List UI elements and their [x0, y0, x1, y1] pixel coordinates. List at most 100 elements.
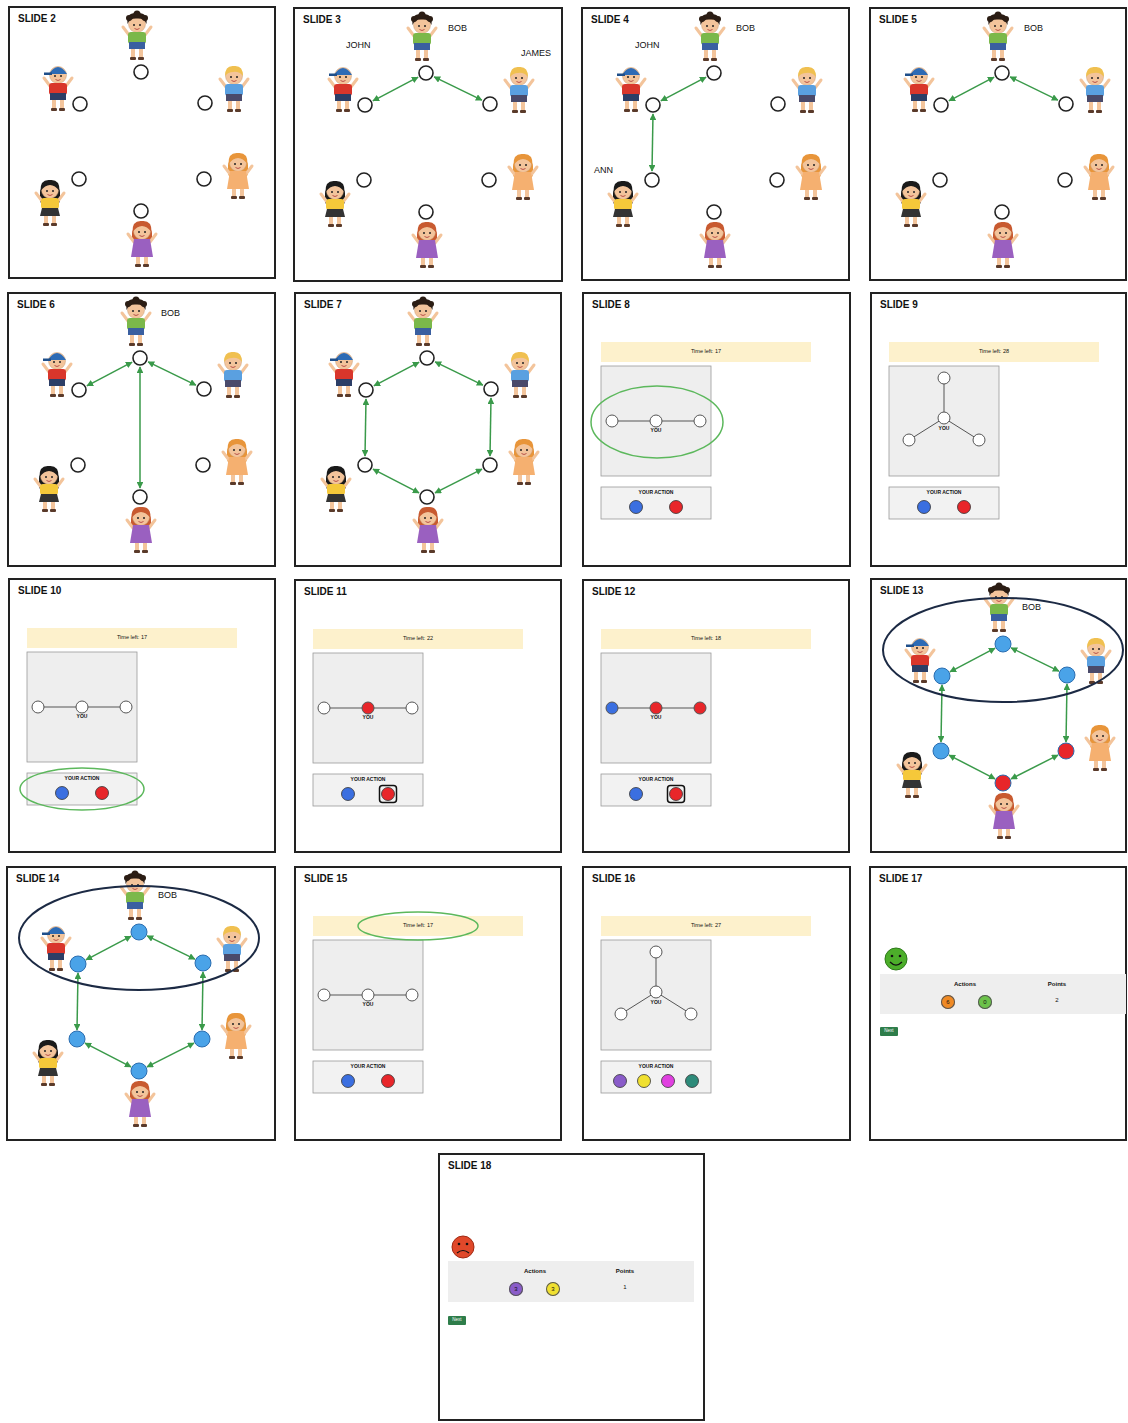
- count-number: 3: [514, 1286, 517, 1292]
- action-panel: YOUR ACTION: [601, 774, 711, 806]
- action-label: YOUR ACTION: [351, 1064, 386, 1069]
- timer-bar: Time left: 17: [601, 342, 811, 362]
- action-panel: YOUR ACTION: [601, 487, 711, 519]
- game-screen: [591, 342, 811, 519]
- slide-title: SLIDE 6: [17, 300, 55, 310]
- slide-frame: SLIDE 17ActionsPoints260Next: [869, 866, 1127, 1141]
- slide-title: SLIDE 17: [879, 874, 922, 884]
- slide-title: SLIDE 11: [304, 587, 347, 597]
- slide-title: SLIDE 10: [18, 586, 61, 596]
- kids-arrows: [609, 12, 825, 269]
- slide-frame: SLIDE 14BOB: [6, 866, 276, 1141]
- action-panel: YOUR ACTION: [601, 1061, 711, 1093]
- smiley-face: [885, 948, 907, 970]
- player-name: BOB: [736, 24, 755, 33]
- game-screen: [313, 912, 523, 1093]
- timer-bar: Time left: 17: [27, 628, 237, 648]
- next-button: Next: [880, 1027, 898, 1036]
- slide-frame: SLIDE 5 BOB: [869, 7, 1127, 281]
- game-screen: [889, 342, 1099, 519]
- action-panel: YOUR ACTION: [889, 487, 999, 519]
- slide-title: SLIDE 4: [591, 15, 629, 25]
- game-screen: [20, 628, 237, 810]
- player-name: JOHN: [635, 41, 660, 50]
- timer-bar: Time left: 28: [889, 342, 1099, 362]
- slide-frame: SLIDE 13BOB: [870, 578, 1127, 853]
- slide-frame: SLIDE 2: [8, 6, 276, 279]
- slide-title: SLIDE 13: [880, 586, 923, 596]
- you-label: YOU: [363, 715, 374, 720]
- slide-frame: SLIDE 18 Actions Points 1 3 3Next: [438, 1153, 705, 1421]
- game-screen: [601, 629, 811, 806]
- column-header: Actions: [954, 981, 976, 987]
- you-label: YOU: [651, 715, 662, 720]
- game-panel: YOU: [601, 366, 711, 476]
- kids-arrows: [897, 12, 1113, 269]
- slide-frame: SLIDE 16 Time left: 27 YOU YOUR ACTION: [582, 866, 851, 1141]
- player-name: ANN: [594, 166, 613, 175]
- column-header: Points: [1048, 981, 1066, 987]
- game-panel: YOU: [601, 653, 711, 763]
- slide-frame: SLIDE 12 Time left: 18 YOU YOUR ACTION: [582, 579, 850, 853]
- timer-bar: Time left: 18: [601, 629, 811, 649]
- slide-frame: SLIDE 3BOBJOHNJAMES: [293, 7, 563, 282]
- timer-bar: Time left: 17: [313, 916, 523, 936]
- you-label: YOU: [939, 426, 950, 431]
- slide-title: SLIDE 18: [448, 1161, 491, 1171]
- count-circle: 3: [546, 1282, 560, 1296]
- player-name: JOHN: [346, 41, 371, 50]
- count-circle: 3: [509, 1282, 523, 1296]
- score-table: ActionsPoints260: [880, 974, 1126, 1014]
- action-label: YOUR ACTION: [639, 490, 674, 495]
- game-screen: [313, 629, 523, 806]
- points-value: 1: [623, 1284, 626, 1290]
- count-circle: 0: [978, 995, 992, 1009]
- timer-text: Time left: 17: [117, 635, 147, 641]
- you-label: YOU: [77, 714, 88, 719]
- action-label: YOUR ACTION: [65, 776, 100, 781]
- timer-bar: Time left: 27: [601, 916, 811, 936]
- column-header: Points: [616, 1268, 634, 1274]
- kids-colored-ring: [883, 583, 1123, 840]
- action-panel: YOUR ACTION: [313, 774, 423, 806]
- slide-frame: SLIDE 6 BOB: [7, 292, 276, 567]
- player-name: BOB: [448, 24, 467, 33]
- count-number: 0: [983, 999, 986, 1005]
- slide-frame: SLIDE 10 Time left: 17 YOU YOUR ACTION: [8, 578, 276, 853]
- slide-frame: SLIDE 11 Time left: 22 YOU YOUR ACTION: [294, 579, 562, 853]
- kids-colored-ring: [19, 871, 259, 1128]
- player-name: JAMES: [521, 49, 551, 58]
- slide-title: SLIDE 5: [879, 15, 917, 25]
- action-label: YOUR ACTION: [927, 490, 962, 495]
- slide-frame: SLIDE 4 BOB JOHN ANN: [581, 7, 850, 281]
- slide-title: SLIDE 12: [592, 587, 635, 597]
- game-panel: YOU: [313, 653, 423, 763]
- slide-title: SLIDE 16: [592, 874, 635, 884]
- slide-frame: SLIDE 15Time left: 17YOUYOUR ACTION: [294, 866, 562, 1141]
- action-label: YOUR ACTION: [351, 777, 386, 782]
- timer-text: Time left: 17: [691, 349, 721, 355]
- count-number: 3: [551, 1286, 554, 1292]
- timer-bar: Time left: 22: [313, 629, 523, 649]
- timer-text: Time left: 17: [403, 923, 433, 929]
- column-header: Actions: [524, 1268, 546, 1274]
- action-panel: YOUR ACTION: [313, 1061, 423, 1093]
- points-value: 2: [1055, 997, 1058, 1003]
- timer-text: Time left: 28: [979, 349, 1009, 355]
- you-label: YOU: [651, 428, 662, 433]
- button-label: Next: [452, 1318, 461, 1323]
- game-screen: [601, 916, 811, 1093]
- game-panel: YOU: [601, 940, 711, 1050]
- you-label: YOU: [651, 1000, 662, 1005]
- slide-title: SLIDE 7: [304, 300, 342, 310]
- kids-circles: [36, 11, 252, 268]
- slide-title: SLIDE 15: [304, 874, 347, 884]
- game-panel: YOU: [889, 366, 999, 476]
- slide-title: SLIDE 2: [18, 14, 56, 24]
- kids-arrows: [35, 297, 251, 554]
- timer-text: Time left: 18: [691, 636, 721, 642]
- player-name: BOB: [161, 309, 180, 318]
- player-name: BOB: [1024, 24, 1043, 33]
